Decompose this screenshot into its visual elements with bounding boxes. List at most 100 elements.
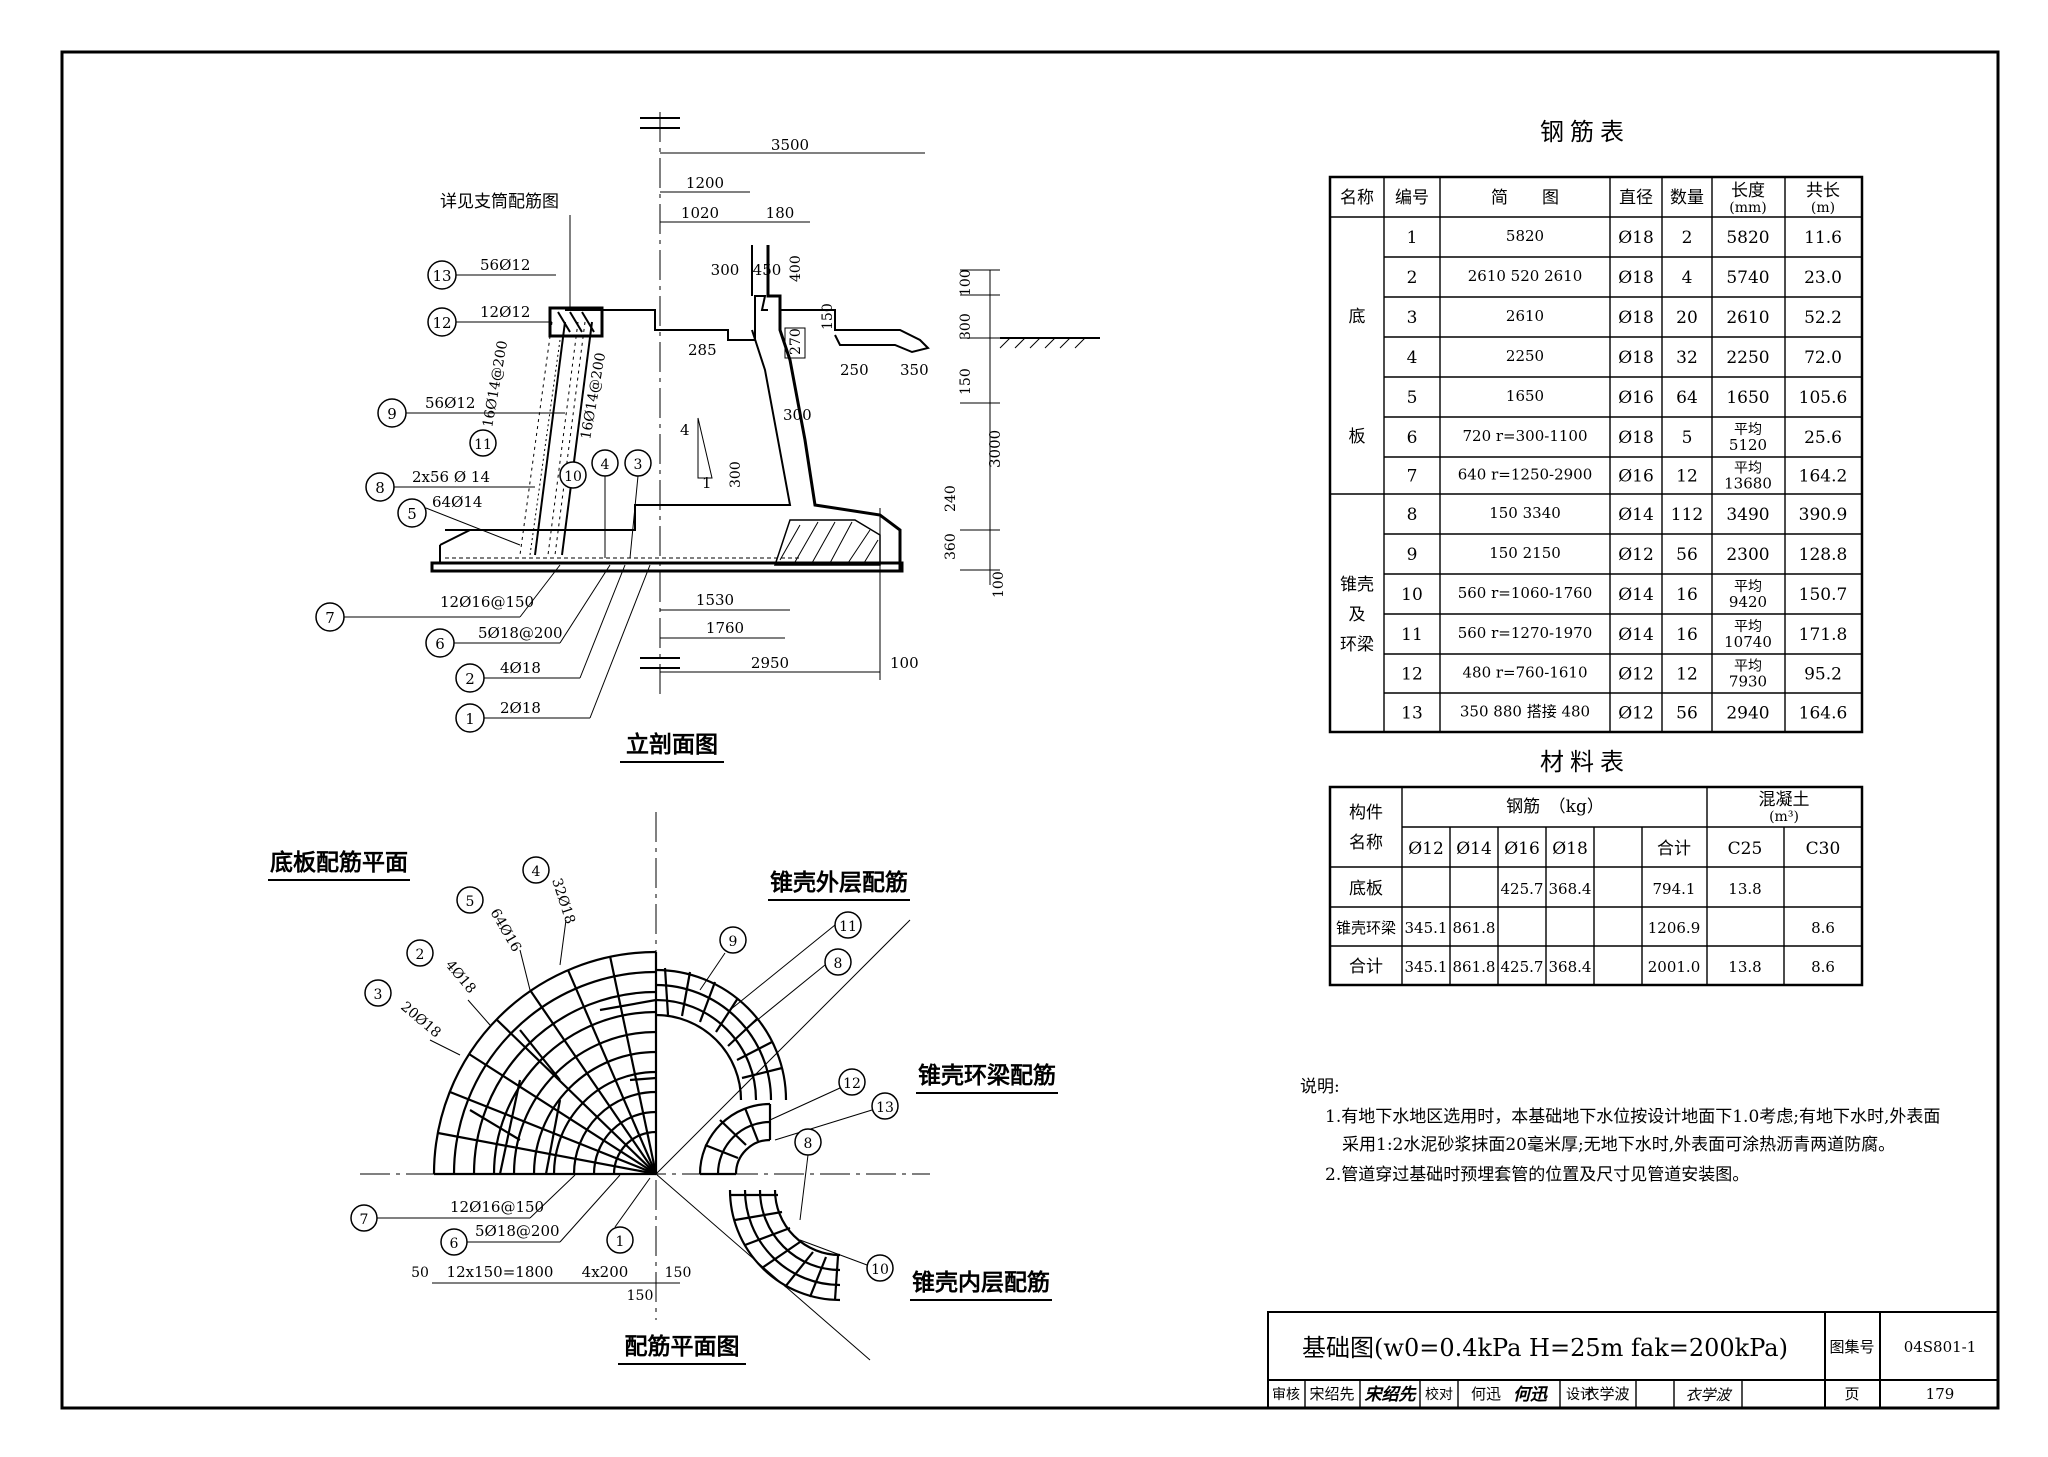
material-row-value: 368.4: [1549, 880, 1592, 898]
rebar-row-sketch: 2250: [1506, 347, 1544, 365]
plan-callout-4: 4: [532, 864, 541, 880]
rebar-row-no: 2: [1407, 268, 1418, 288]
rebar-row-no: 7: [1407, 467, 1418, 487]
rebar-row-total: 390.9: [1799, 505, 1848, 525]
group-shell-3: 环梁: [1340, 635, 1374, 655]
dim-2950: 2950: [751, 654, 789, 672]
plan-callout-1: 1: [616, 1234, 625, 1250]
material-row-value: 8.6: [1811, 958, 1835, 976]
ring-beam-quadrant: [698, 1102, 772, 1176]
plan-callout-11: 11: [839, 919, 857, 935]
callout-11: 11: [474, 437, 492, 453]
th-sketch: 简 图: [1491, 188, 1559, 208]
material-table-title: 材料表: [1540, 748, 1630, 776]
plan-callouts: 4 32Ø18 5 64Ø16 2 4Ø18 3 20Ø18 9 11 8 12…: [350, 856, 899, 1282]
rebar-row-no: 6: [1407, 428, 1418, 448]
material-row-value: 368.4: [1549, 958, 1592, 976]
callout-5-label: 64Ø14: [432, 493, 482, 511]
dim-1760: 1760: [706, 619, 744, 637]
callout-2-label: 4Ø18: [500, 659, 541, 677]
section-callouts: 13 56Ø12 12 12Ø12 9 56Ø12 8 2x56 Ø 14 5 …: [315, 256, 652, 733]
plan-callout-12: 12: [843, 1076, 861, 1092]
rebar-row-len: 7930: [1729, 673, 1767, 691]
rebar-row-dia: Ø16: [1618, 467, 1654, 487]
callout-1: 1: [465, 710, 475, 728]
callout-1-label: 2Ø18: [500, 699, 541, 717]
dim-100a: 100: [958, 269, 974, 296]
dim-300a: 300: [711, 261, 740, 279]
mt-steel: 钢筋 （kg）: [1506, 797, 1604, 817]
plan-callout-4-label: 32Ø18: [548, 876, 578, 926]
dim-360: 360: [943, 533, 959, 560]
dim-300c: 300: [783, 406, 812, 424]
th-name: 名称: [1340, 188, 1374, 208]
th-dia: 直径: [1619, 188, 1653, 208]
dim-180: 180: [766, 204, 795, 222]
rebar-row-dia: Ø14: [1618, 505, 1654, 525]
material-row-value: 345.1: [1405, 958, 1448, 976]
th-no: 编号: [1395, 188, 1429, 208]
rebar-row-no: 4: [1407, 348, 1418, 368]
notes-heading: 说明:: [1300, 1077, 1340, 1097]
material-row-value: 13.8: [1728, 880, 1761, 898]
rebar-table-title: 钢筋表: [1540, 118, 1630, 146]
dim-285: 285: [688, 341, 717, 359]
rebar-row-dia: Ø18: [1618, 268, 1654, 288]
design-signature: 衣学波: [1685, 1386, 1732, 1404]
material-row-name: 底板: [1349, 879, 1383, 899]
callout-7: 7: [325, 609, 335, 627]
caption-outer-shell: 锥壳外层配筋: [770, 869, 908, 896]
dim-3000: 3000: [986, 430, 1004, 468]
rebar-row-sketch: 5820: [1506, 227, 1544, 245]
check-name: 何迅: [1471, 1385, 1501, 1403]
rebar-row-total: 150.7: [1799, 585, 1848, 605]
rebar-row-qty: 56: [1676, 545, 1698, 565]
callout-4: 4: [601, 457, 610, 473]
dim-100b: 100: [991, 571, 1007, 598]
rebar-row-dia: Ø18: [1618, 348, 1654, 368]
rebar-row-sketch: 2610: [1506, 307, 1544, 325]
callout-5: 5: [407, 505, 417, 523]
rebar-row-total: 52.2: [1804, 308, 1842, 328]
rebar-row-total: 164.2: [1799, 467, 1848, 487]
plan-callout-2: 2: [416, 947, 425, 963]
rebar-row-no: 3: [1407, 308, 1418, 328]
rebar-row-sketch: 150 2150: [1489, 544, 1561, 562]
rebar-row-dia: Ø14: [1618, 625, 1654, 645]
th-len: 长度: [1731, 181, 1765, 201]
design-name: 衣学波: [1584, 1385, 1629, 1403]
plan-dim-4x200: 4x200: [582, 1263, 629, 1281]
rebar-row-no: 8: [1407, 505, 1418, 525]
material-row-value: 861.8: [1453, 958, 1496, 976]
review-signature: 宋绍先: [1365, 1385, 1418, 1405]
rebar-row-total: 23.0: [1804, 268, 1842, 288]
plan-title: 配筋平面图: [625, 1333, 740, 1360]
material-row-name: 合计: [1349, 957, 1383, 977]
design-label: 设计: [1566, 1387, 1594, 1403]
rebar-row-dia: Ø18: [1618, 428, 1654, 448]
rebar-row-qty: 16: [1676, 625, 1698, 645]
material-row-value: 13.8: [1728, 958, 1761, 976]
plan-callout-8b: 8: [804, 1136, 813, 1152]
rebar-row-qty: 16: [1676, 585, 1698, 605]
callout-8: 8: [375, 479, 385, 497]
plan-dim-1800: 12x150=1800: [447, 1263, 554, 1281]
rebar-row-qty: 4: [1682, 268, 1693, 288]
outer-shell-quadrant: [655, 967, 788, 1101]
rebar-table: 钢筋表 名称 编号 简 图 直径 数量 长度: [1328, 118, 1864, 734]
review-name: 宋绍先: [1309, 1385, 1354, 1403]
rebar-row-len: 2250: [1726, 348, 1769, 368]
rebar-row-qty: 12: [1676, 665, 1698, 685]
rebar-row-sketch: 640 r=1250-2900: [1458, 466, 1593, 484]
plan-callout-2-label: 4Ø18: [442, 957, 479, 997]
atlas-no: 04S801-1: [1904, 1338, 1977, 1356]
rebar-row-dia: Ø12: [1618, 545, 1654, 565]
title-block: 基础图(w0=0.4kPa H=25m fak=200kPa) 图集号 04S8…: [1267, 1311, 1999, 1409]
caption-inner-shell: 锥壳内层配筋: [912, 1269, 1050, 1296]
material-subheader: C25: [1728, 839, 1763, 859]
rebar-row-no: 5: [1407, 388, 1418, 408]
